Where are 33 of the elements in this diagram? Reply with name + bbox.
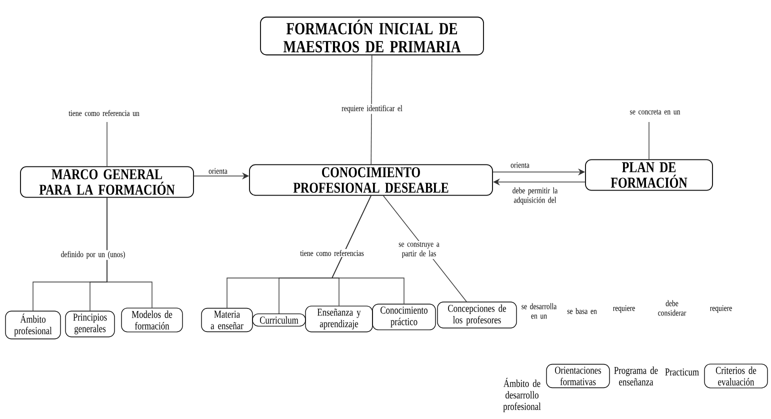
connector-line [331,195,404,304]
concept-box: Orientaciones formativas [546,364,610,388]
text-label: debe considerar [658,300,686,316]
edge-label: se concreta en un [630,110,680,114]
concept-box: PLAN DE FORMACIÓN [585,159,713,191]
edge-label: debe permitir la adquisición del [512,187,558,205]
concept-box: Curriculum [252,313,306,327]
concept-box: Enseñanza y aprendizaje [305,306,373,332]
text-label: requiere [613,305,635,313]
connector-line [370,54,372,165]
concept-box: MARCO GENERAL PARA LA FORMACIÓN [20,166,194,198]
text-label: Ámbito de desarrollo profesional [503,378,541,412]
edge-label: tiene como referencias [300,250,364,256]
edge-label: se construye a partir de las [398,242,440,258]
connector-line [106,197,152,308]
edge-label: orienta [510,162,530,168]
concept-box: Criterios de evaluación [704,364,768,388]
concept-box: Ámbito profesional [5,310,61,340]
concept-box: Modelos de formación [121,308,183,332]
edge-label: requiere identificar el [342,105,402,113]
connector-line [106,122,108,167]
connector-line [648,122,650,160]
edge-label: tiene como referencia un [68,110,140,116]
concept-box: FORMACIÓN INICIAL DE MAESTROS DE PRIMARIA [260,16,484,56]
text-label: requiere [710,305,732,313]
concept-box: Principios generales [65,310,115,338]
concept-box: Concepciones de los profesores [437,302,517,328]
text-label: se basa en [567,308,597,314]
edge-label: orienta [208,168,228,174]
edge-label: definido por un (unos) [61,251,125,259]
concept-box: CONOCIMIENTO PROFESIONAL DESEABLE [249,164,493,196]
concept-box: Materia a enseñar [201,308,253,332]
concept-box: Conocimiento práctico [372,304,436,330]
